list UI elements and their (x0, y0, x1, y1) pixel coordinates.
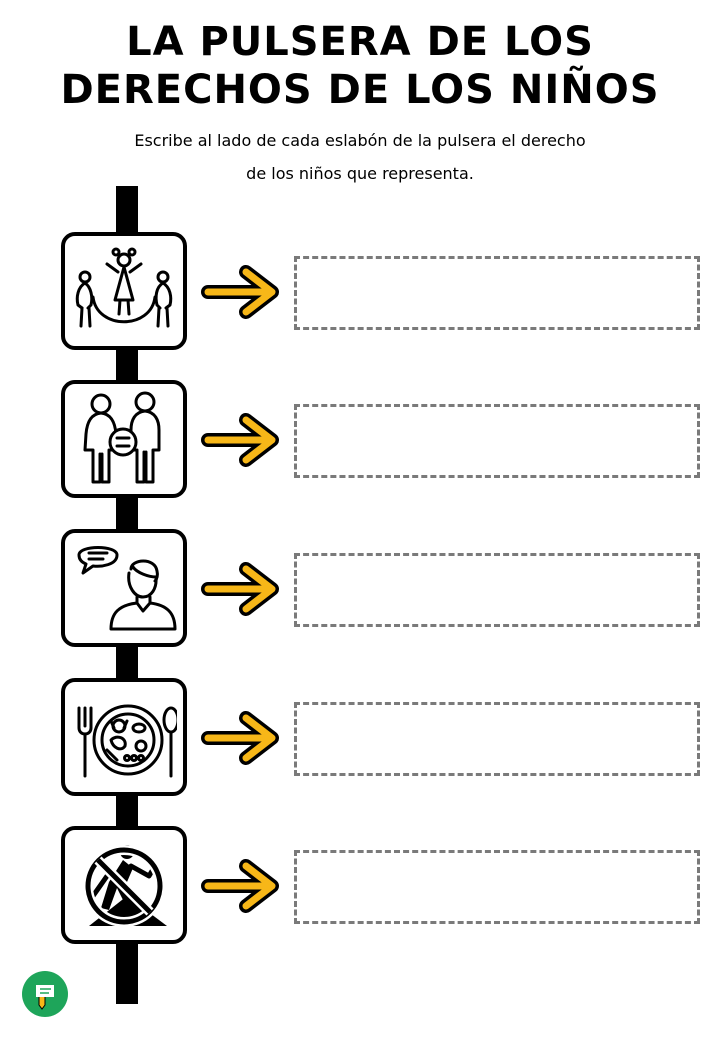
publisher-logo (22, 971, 68, 1017)
food-plate-cutlery-icon (77, 704, 177, 778)
instructions-line-2: de los niños que representa. (246, 164, 474, 183)
answer-field-3[interactable] (294, 553, 700, 627)
bracelet-link-5 (61, 826, 187, 944)
bracelet-link-3 (61, 529, 187, 647)
equality-man-woman-icon (83, 391, 161, 484)
pencil-logo-icon (36, 985, 54, 1010)
answer-field-1[interactable] (294, 256, 700, 330)
answer-field-4[interactable] (294, 702, 700, 776)
no-child-labor-icon (83, 845, 167, 927)
bracelet-link-1 (61, 232, 187, 350)
bracelet-link-4 (61, 678, 187, 796)
children-playing-jump-rope-icon (75, 247, 173, 328)
instructions: Escribe al lado de cada eslabón de la pu… (0, 124, 720, 190)
arrow-right-icon (201, 265, 279, 319)
bracelet-row-1 (0, 232, 720, 356)
title-line-1: LA PULSERA DE LOS (126, 19, 594, 65)
instructions-line-1: Escribe al lado de cada eslabón de la pu… (134, 131, 586, 150)
answer-field-2[interactable] (294, 404, 700, 478)
arrow-right-icon (201, 562, 279, 616)
arrow-right-icon (201, 413, 279, 467)
arrow-right-icon (201, 711, 279, 765)
answer-field-5[interactable] (294, 850, 700, 924)
bracelet-row-3 (0, 529, 720, 653)
bracelet-row-5 (0, 826, 720, 950)
page-title: LA PULSERA DE LOS DERECHOS DE LOS NIÑOS (0, 18, 720, 114)
arrow-right-icon (201, 859, 279, 913)
person-speaking-speech-bubble-icon (77, 546, 177, 631)
bracelet-row-4 (0, 678, 720, 802)
bracelet-row-2 (0, 380, 720, 504)
bracelet-link-2 (61, 380, 187, 498)
title-line-2: DERECHOS DE LOS NIÑOS (60, 67, 660, 113)
